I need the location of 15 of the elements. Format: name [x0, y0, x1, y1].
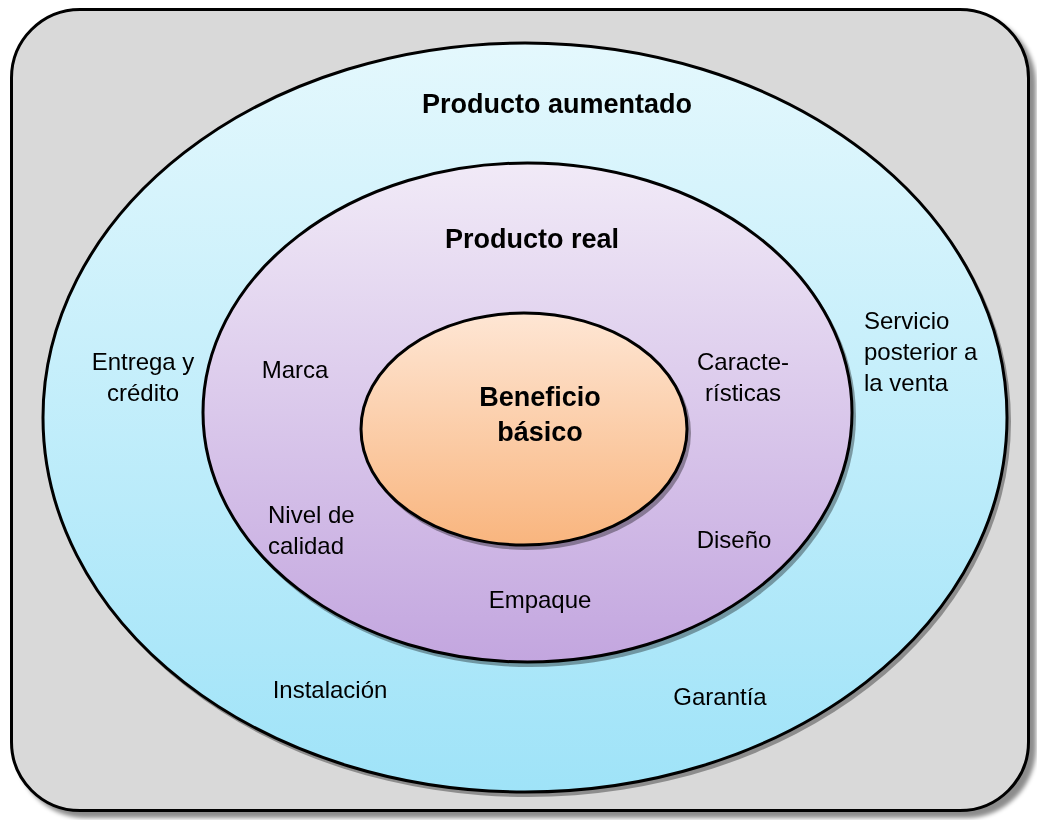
outer-ellipse: [40, 40, 1010, 795]
ring-item-label: Instalación: [271, 675, 389, 706]
ring-item-label: Marca: [260, 355, 330, 386]
ring-item-label: Garantía: [672, 682, 768, 713]
middle-ellipse: [200, 160, 855, 665]
ring-item-label: Empaque: [487, 585, 593, 616]
ring-title: Beneficio básico: [478, 380, 602, 449]
ring-title: Producto real: [443, 223, 620, 257]
ring-item-label: Nivel de calidad: [268, 499, 356, 561]
ring-item-label: Caracte- rísticas: [696, 346, 790, 408]
ring-item-label: Diseño: [695, 525, 773, 556]
ring-item-label: Servicio posterior a la venta: [864, 306, 979, 399]
inner-ellipse: [358, 310, 690, 548]
ring-item-label: Entrega y crédito: [90, 346, 196, 408]
ring-title: Producto aumentado: [421, 88, 693, 122]
